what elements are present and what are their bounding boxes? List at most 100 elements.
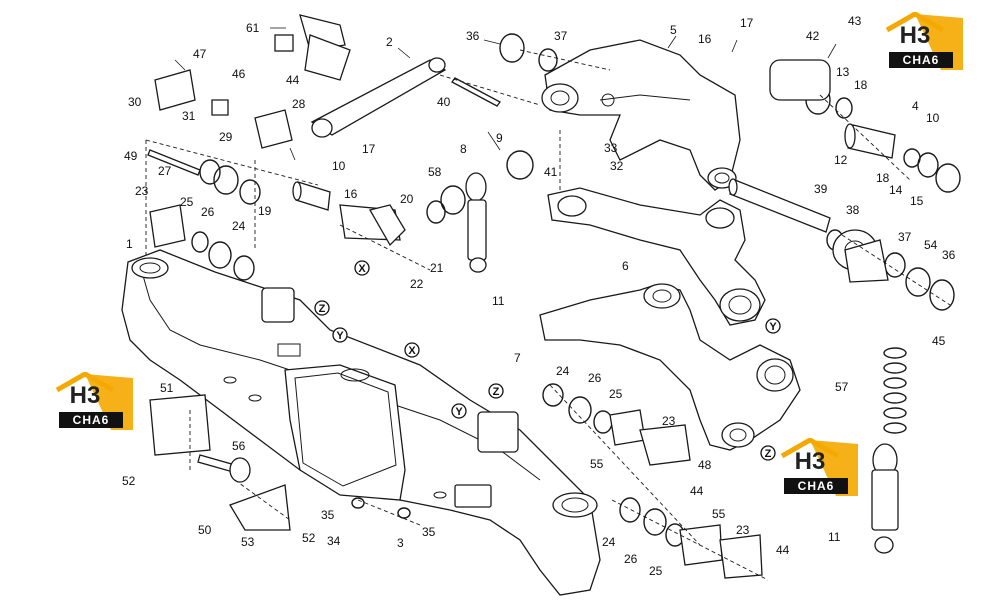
callout-8: 8 bbox=[460, 142, 467, 156]
callout-7: 7 bbox=[514, 351, 521, 365]
axis-marker-x-2: X bbox=[404, 342, 420, 358]
callout-49: 49 bbox=[124, 149, 138, 163]
callout-10b: 10 bbox=[332, 159, 346, 173]
callout-44b: 44 bbox=[690, 484, 704, 498]
axis-marker-z-2: Z bbox=[488, 383, 504, 399]
callout-47: 47 bbox=[193, 47, 207, 61]
callout-26: 26 bbox=[201, 205, 215, 219]
callout-29: 29 bbox=[219, 130, 233, 144]
callout-16: 16 bbox=[698, 32, 712, 46]
axis-marker-x-1: X bbox=[354, 260, 370, 276]
pin-12 bbox=[844, 123, 896, 159]
callout-35: 35 bbox=[321, 508, 335, 522]
callout-52b: 52 bbox=[302, 531, 316, 545]
pin-2 bbox=[310, 57, 447, 138]
axis-marker-z-3: Z bbox=[760, 445, 776, 461]
small-parts bbox=[149, 14, 889, 579]
guide-lines bbox=[145, 49, 951, 581]
callout-44: 44 bbox=[286, 73, 300, 87]
watermark-logo: H3 CHA6 bbox=[885, 12, 965, 70]
callout-34: 34 bbox=[327, 534, 341, 548]
callout-35b: 35 bbox=[422, 525, 436, 539]
arm-7 bbox=[539, 283, 801, 451]
callout-50: 50 bbox=[198, 523, 212, 537]
svg-text:Z: Z bbox=[493, 386, 500, 398]
callout-61: 61 bbox=[246, 21, 260, 35]
callout-45: 45 bbox=[932, 334, 946, 348]
cylinder-11-upper bbox=[465, 172, 487, 273]
callout-30: 30 bbox=[128, 95, 142, 109]
callout-38: 38 bbox=[846, 203, 860, 217]
svg-text:X: X bbox=[358, 263, 366, 275]
callout-52: 52 bbox=[122, 474, 136, 488]
callout-58: 58 bbox=[428, 165, 442, 179]
callout-36: 36 bbox=[466, 29, 480, 43]
bolt-40 bbox=[451, 77, 501, 107]
callout-56: 56 bbox=[232, 439, 246, 453]
callout-25b: 25 bbox=[609, 387, 623, 401]
callout-42: 42 bbox=[806, 29, 820, 43]
callout-40: 40 bbox=[437, 95, 451, 109]
callout-26c: 26 bbox=[624, 552, 638, 566]
callout-10: 10 bbox=[926, 111, 940, 125]
axis-marker-y-2: Y bbox=[451, 403, 467, 419]
callout-46: 46 bbox=[232, 67, 246, 81]
leaders bbox=[174, 27, 837, 161]
callout-1: 1 bbox=[126, 237, 133, 251]
callout-3: 3 bbox=[397, 536, 404, 550]
callout-54: 54 bbox=[924, 238, 938, 252]
callout-27: 27 bbox=[158, 164, 172, 178]
axis-marker-y-3: Y bbox=[765, 318, 781, 334]
callout-21: 21 bbox=[430, 261, 444, 275]
callout-2: 2 bbox=[386, 35, 393, 49]
callout-23: 23 bbox=[135, 184, 149, 198]
callout-36b: 36 bbox=[942, 248, 956, 262]
callout-37b: 37 bbox=[898, 230, 912, 244]
callout-6: 6 bbox=[622, 259, 629, 273]
callout-24b: 24 bbox=[556, 364, 570, 378]
svg-text:Z: Z bbox=[319, 303, 326, 315]
callout-26b: 26 bbox=[588, 371, 602, 385]
callout-15: 15 bbox=[910, 194, 924, 208]
callout-57: 57 bbox=[835, 380, 849, 394]
callout-16b: 16 bbox=[344, 187, 358, 201]
callout-33: 33 bbox=[604, 141, 618, 155]
callout-51: 51 bbox=[160, 381, 174, 395]
callout-24: 24 bbox=[232, 219, 246, 233]
axis-marker-y-1: Y bbox=[332, 327, 348, 343]
cylinder-11-lower bbox=[871, 443, 899, 554]
callout-25: 25 bbox=[180, 195, 194, 209]
callout-12: 12 bbox=[834, 153, 848, 167]
svg-text:X: X bbox=[408, 345, 416, 357]
callout-23c: 23 bbox=[736, 523, 750, 537]
axis-marker-z-1: Z bbox=[314, 300, 330, 316]
bracket-5 bbox=[541, 39, 741, 191]
callout-13: 13 bbox=[836, 65, 850, 79]
axle-housing bbox=[121, 249, 601, 596]
callout-55: 55 bbox=[590, 457, 604, 471]
pin-19 bbox=[292, 181, 331, 211]
callout-39: 39 bbox=[814, 182, 828, 196]
callout-17: 17 bbox=[740, 16, 754, 30]
callout-19: 19 bbox=[258, 204, 272, 218]
watermark-logo: H3 CHA6 bbox=[780, 438, 860, 496]
callout-9: 9 bbox=[496, 131, 503, 145]
callout-48: 48 bbox=[698, 458, 712, 472]
callout-32: 32 bbox=[610, 159, 624, 173]
callout-28: 28 bbox=[292, 97, 306, 111]
callout-24c: 24 bbox=[602, 535, 616, 549]
arm-6 bbox=[547, 187, 766, 326]
svg-text:Y: Y bbox=[455, 406, 463, 418]
callout-43: 43 bbox=[848, 14, 862, 28]
watermark-logo: H3 CHA6 bbox=[55, 372, 135, 430]
callout-22: 22 bbox=[410, 277, 424, 291]
callout-11b: 11 bbox=[828, 530, 841, 544]
pin-56 bbox=[197, 454, 251, 483]
callout-14: 14 bbox=[889, 183, 903, 197]
callout-18: 18 bbox=[854, 78, 868, 92]
callouts: 61 2 36 37 5 16 17 42 43 47 46 44 30 31 … bbox=[122, 14, 956, 578]
svg-text:Z: Z bbox=[765, 448, 772, 460]
callout-18b: 18 bbox=[876, 171, 890, 185]
